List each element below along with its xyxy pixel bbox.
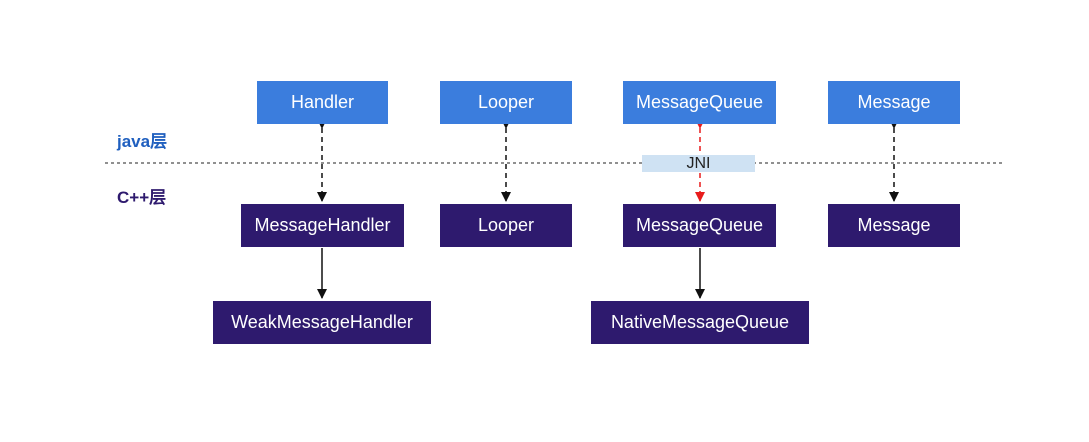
java-layer-label: java层 bbox=[117, 132, 168, 151]
cpp-layer-label: C++层 bbox=[117, 188, 167, 207]
java-message-queue-box: MessageQueue bbox=[623, 81, 776, 124]
cpp-message-queue-box: MessageQueue bbox=[623, 204, 776, 247]
cpp-native-message-queue-box: NativeMessageQueue bbox=[591, 301, 809, 344]
cpp-weak-message-handler-box: WeakMessageHandler bbox=[213, 301, 431, 344]
java-handler-box: Handler bbox=[257, 81, 388, 124]
java-message-box: Message bbox=[828, 81, 960, 124]
java-looper-box: Looper bbox=[440, 81, 572, 124]
jni-label: JNI bbox=[642, 155, 755, 172]
cpp-looper-box: Looper bbox=[440, 204, 572, 247]
cpp-message-handler-box: MessageHandler bbox=[241, 204, 404, 247]
cpp-message-box: Message bbox=[828, 204, 960, 247]
